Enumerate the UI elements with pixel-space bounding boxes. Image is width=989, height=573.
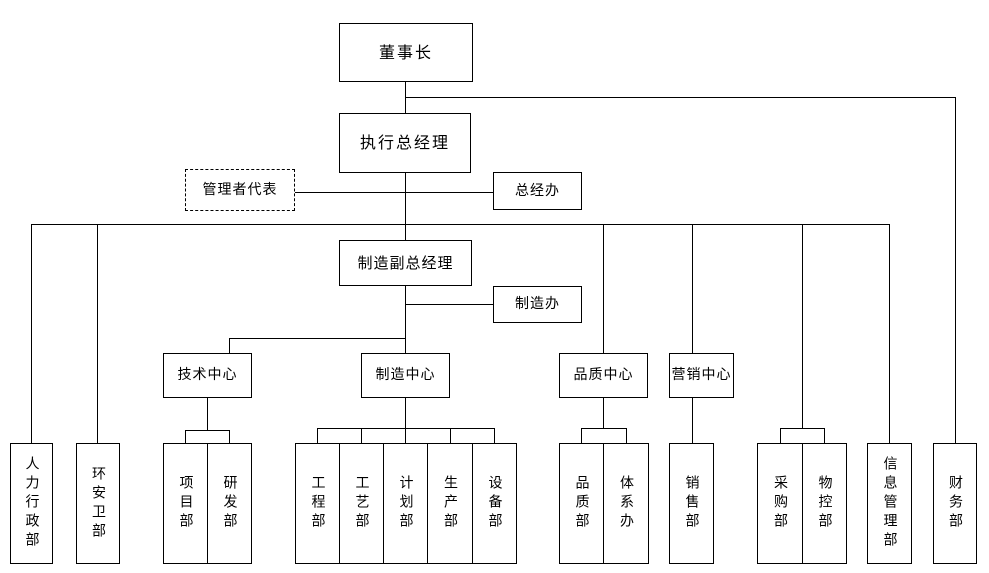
line-quality-to-bracket [603,398,604,428]
node-dept-engineering: 工程部 [295,443,340,564]
node-dept-process-label: 工艺部 [353,475,370,532]
node-chairman: 董事长 [339,23,473,82]
node-dept-hr-admin-label: 人力行政部 [23,456,40,551]
node-tech-center-label: 技术中心 [177,367,238,384]
node-dept-system-office: 体系办 [603,443,649,564]
line-bracket-mfg [317,428,495,429]
line-bracket-drop-process [361,428,362,443]
line-deputy-to-mfgcenter [405,286,406,353]
node-mfg-office-label: 制造办 [515,296,560,313]
node-dept-project: 项目部 [163,443,208,564]
node-dept-finance-label: 财务部 [947,475,963,532]
node-dept-finance: 财务部 [933,443,977,564]
node-mfg-center: 制造中心 [361,353,450,398]
node-dept-project-label: 项目部 [177,475,194,532]
node-dept-production: 生产部 [427,443,473,564]
node-executive-gm-label: 执行总经理 [359,133,450,153]
line-tech-to-bracket [207,398,208,430]
node-dept-material-control-label: 物控部 [816,475,833,532]
line-bracket-project-rnd [185,430,230,431]
line-bracket-drop-engineering [317,428,318,443]
node-quality-center-label: 品质中心 [573,367,634,384]
line-bracket-drop-systemoffice [626,428,627,443]
line-mgmtrep-gmoffice [295,192,493,193]
node-dept-production-label: 生产部 [442,475,458,532]
node-chairman-label: 董事长 [378,42,433,62]
line-bracket-quality [581,428,626,429]
node-tech-center: 技术中心 [163,353,252,398]
node-dept-engineering-label: 工程部 [309,475,326,532]
line-mfgoffice-connector [405,304,493,305]
line-exec-to-deputy [405,172,406,240]
node-dept-equipment: 设备部 [472,443,517,564]
node-executive-gm: 执行总经理 [339,113,471,173]
line-drop-marketing-center [692,224,693,353]
line-bracket-drop-production [450,428,451,443]
line-bracket-drop-purchasing [780,428,781,443]
line-drop-info-mgmt [889,224,890,443]
line-main-bus [31,224,890,225]
node-dept-quality-label: 品质部 [573,475,590,532]
node-mfg-office: 制造办 [493,286,582,323]
node-dept-info-mgmt-label: 信息管理部 [881,456,898,551]
line-bracket-drop-equipment [494,428,495,443]
node-dept-rnd: 研发部 [207,443,252,564]
node-dept-purchasing-label: 采购部 [772,475,788,532]
line-branch-tech-drop [229,338,230,353]
node-dept-hr-admin: 人力行政部 [10,443,53,564]
line-bracket-drop-project [185,430,186,443]
node-gm-office: 总经办 [493,172,582,210]
node-dept-quality: 品质部 [559,443,604,564]
line-branch-tech [229,338,406,339]
node-dept-sales-label: 销售部 [683,475,700,532]
line-bracket-drop-qualitydept [581,428,582,443]
line-bracket-purchasing [780,428,825,429]
line-marketing-to-sales [692,398,693,443]
line-drop-finance [955,97,956,443]
line-bracket-drop-rnd [229,430,230,443]
node-dept-info-mgmt: 信息管理部 [867,443,912,564]
line-bracket-drop-materialcontrol [824,428,825,443]
node-dept-sales: 销售部 [669,443,714,564]
line-drop-quality-center [603,224,604,353]
line-drop-hr-admin [31,224,32,443]
node-dept-equipment-label: 设备部 [486,475,503,532]
node-quality-center: 品质中心 [559,353,648,398]
node-gm-office-label: 总经办 [515,182,560,199]
line-drop-ehs [97,224,98,443]
node-marketing-center: 营销中心 [669,353,734,398]
node-dept-ehs: 环安卫部 [76,443,120,564]
node-management-rep: 管理者代表 [185,169,295,211]
node-mfg-deputy-gm-label: 制造副总经理 [357,254,454,272]
node-dept-system-office-label: 体系办 [618,475,634,532]
node-dept-rnd-label: 研发部 [221,475,238,532]
node-dept-material-control: 物控部 [802,443,847,564]
node-dept-planning-label: 计划部 [397,475,414,532]
line-drop-purchasing-group [802,224,803,428]
node-dept-ehs-label: 环安卫部 [90,465,106,542]
line-chairman-bus [405,97,956,98]
node-marketing-center-label: 营销中心 [671,367,732,384]
node-mfg-center-label: 制造中心 [375,367,436,384]
node-dept-planning: 计划部 [383,443,428,564]
node-mfg-deputy-gm: 制造副总经理 [339,240,472,286]
node-management-rep-label: 管理者代表 [202,181,278,198]
node-dept-process: 工艺部 [339,443,384,564]
node-dept-purchasing: 采购部 [757,443,803,564]
line-bracket-drop-planning [405,428,406,443]
line-mfg-to-bracket [405,398,406,428]
